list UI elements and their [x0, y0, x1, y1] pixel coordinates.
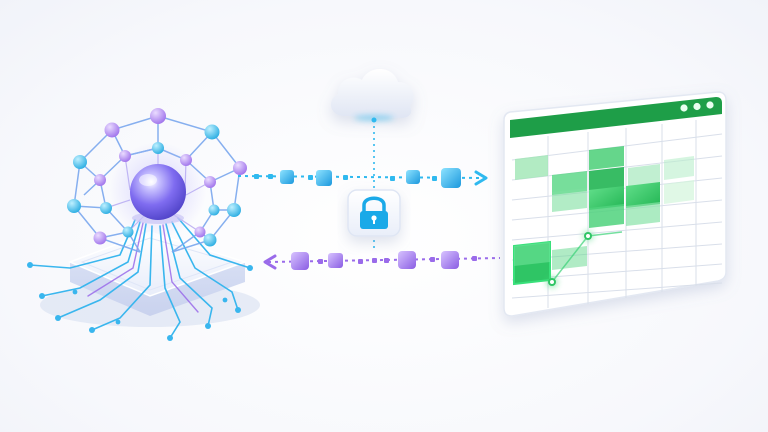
data-packets-purple [291, 251, 459, 270]
highlighted-cells [515, 146, 694, 270]
circuit-traces [27, 217, 253, 341]
right-arrow-icon [474, 170, 488, 186]
cloud-icon [330, 69, 414, 118]
lock-icon [347, 189, 401, 237]
spreadsheet-window-icon [503, 91, 727, 317]
flow-to-network [263, 251, 501, 270]
window-controls [680, 101, 714, 112]
data-packets-blue [280, 168, 461, 188]
neural-network-icon [67, 108, 247, 253]
left-arrow-icon [263, 254, 277, 270]
flow-to-sheet [237, 168, 488, 188]
